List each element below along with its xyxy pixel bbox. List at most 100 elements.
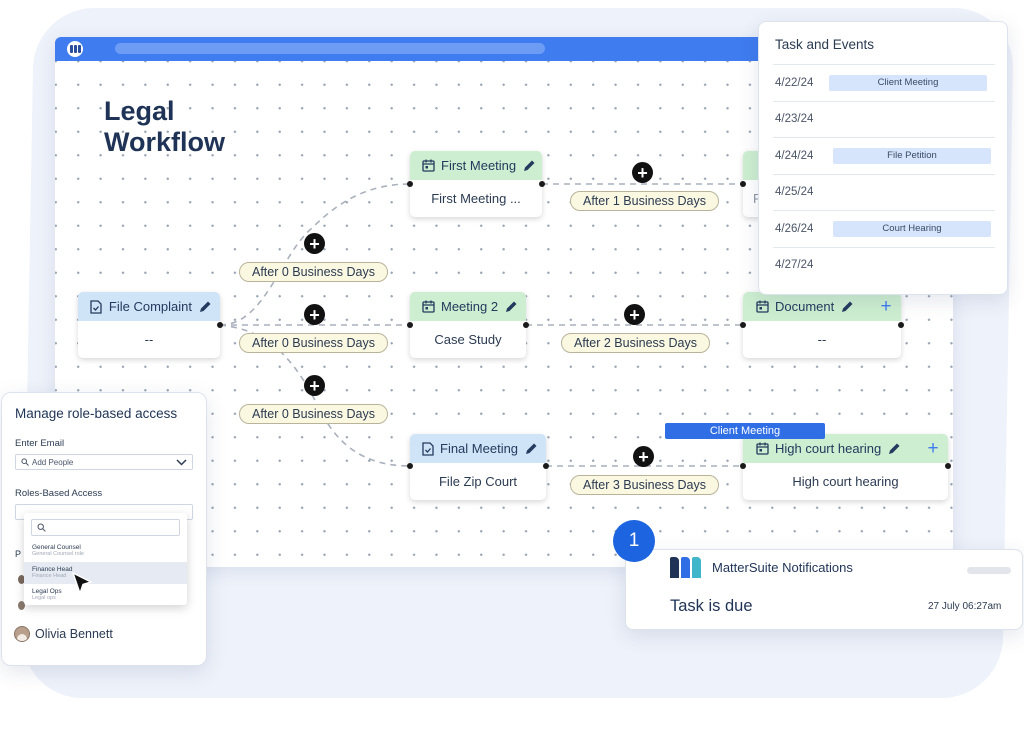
- task-row[interactable]: 4/22/24 Client Meeting: [773, 64, 995, 101]
- port-dot[interactable]: [539, 181, 545, 187]
- role-option[interactable]: Legal Ops Legal ops: [24, 584, 187, 606]
- notification-app-name: MatterSuite Notifications: [712, 560, 853, 575]
- email-label: Enter Email: [15, 438, 65, 449]
- add-step-icon[interactable]: +: [880, 295, 892, 317]
- port-dot[interactable]: [407, 322, 413, 328]
- user-row[interactable]: Olivia Bennett: [14, 626, 113, 642]
- task-row[interactable]: 4/25/24: [773, 173, 995, 211]
- node-title: File Complaint: [108, 299, 192, 314]
- partial-label: P: [15, 549, 22, 559]
- email-select[interactable]: Add People: [15, 454, 193, 470]
- node-title: Document: [775, 299, 835, 314]
- address-bar[interactable]: [115, 43, 545, 54]
- role-access-panel: Manage role-based access Enter Email Add…: [1, 392, 207, 666]
- email-placeholder: Add People: [32, 457, 74, 467]
- node-high-court-hearing[interactable]: High court hearing + High court hearing: [743, 434, 948, 500]
- node-title: Final Meeting: [440, 441, 519, 456]
- role-option[interactable]: Finance Head Finance Head: [24, 562, 187, 584]
- add-step-button[interactable]: +: [633, 446, 654, 467]
- node-header: Meeting 2: [410, 292, 526, 321]
- event-chip[interactable]: File Petition: [833, 147, 991, 164]
- edit-pencil-icon[interactable]: [504, 300, 518, 314]
- panel-title: Manage role-based access: [15, 406, 178, 421]
- port-dot[interactable]: [740, 322, 746, 328]
- edit-pencil-icon[interactable]: [522, 159, 536, 173]
- port-dot[interactable]: [407, 463, 413, 469]
- add-step-button[interactable]: +: [632, 162, 653, 183]
- node-header: Final Meeting: [410, 434, 546, 463]
- node-title: Meeting 2: [441, 299, 499, 314]
- dragging-event-tag[interactable]: Client Meeting: [665, 423, 825, 439]
- node-body: File Zip Court: [438, 474, 518, 489]
- roles-label: Roles-Based Access: [15, 488, 103, 499]
- edit-pencil-icon[interactable]: [198, 300, 212, 314]
- search-icon: [21, 458, 29, 466]
- app-logo-icon: [67, 41, 83, 57]
- port-dot[interactable]: [523, 322, 529, 328]
- task-date: 4/23/24: [775, 113, 814, 126]
- delay-pill[interactable]: After 2 Business Days: [561, 333, 710, 353]
- port-dot[interactable]: [543, 463, 549, 469]
- event-chip[interactable]: Court Hearing: [833, 220, 991, 237]
- task-date: 4/27/24: [775, 259, 814, 272]
- add-step-button[interactable]: +: [304, 375, 325, 396]
- role-name: Finance Head: [32, 566, 73, 573]
- node-header: High court hearing +: [743, 434, 948, 463]
- node-body: --: [144, 332, 154, 347]
- node-body: --: [817, 332, 827, 347]
- task-row[interactable]: 4/24/24 File Petition: [773, 137, 995, 174]
- node-file-complaint[interactable]: File Complaint --: [78, 292, 220, 358]
- avatar: [18, 601, 25, 610]
- add-step-button[interactable]: +: [304, 233, 325, 254]
- event-chip[interactable]: Client Meeting: [829, 74, 987, 91]
- port-dot[interactable]: [740, 463, 746, 469]
- node-body: F: [753, 191, 761, 206]
- edit-pencil-icon[interactable]: [887, 442, 901, 456]
- task-date: 4/24/24: [775, 149, 814, 162]
- user-name: Olivia Bennett: [35, 627, 113, 641]
- task-events-panel: Task and Events 4/22/24 Client Meeting 4…: [758, 21, 1008, 295]
- task-row[interactable]: 4/27/24: [773, 246, 995, 284]
- task-row[interactable]: 4/23/24: [773, 100, 995, 138]
- node-final-meeting[interactable]: Final Meeting File Zip Court: [410, 434, 546, 500]
- avatar: [18, 575, 25, 584]
- task-row[interactable]: 4/26/24 Court Hearing: [773, 210, 995, 247]
- node-header: File Complaint: [78, 292, 220, 321]
- delay-pill[interactable]: After 1 Business Days: [570, 191, 719, 211]
- page-title: Legal Workflow: [104, 96, 225, 157]
- node-body: High court hearing: [792, 474, 899, 489]
- port-dot[interactable]: [945, 463, 951, 469]
- delay-pill[interactable]: After 3 Business Days: [570, 475, 719, 495]
- delay-pill[interactable]: After 0 Business Days: [239, 404, 388, 424]
- role-name: General Counsel: [32, 544, 81, 551]
- task-date: 4/26/24: [775, 222, 814, 235]
- add-step-button[interactable]: +: [304, 304, 325, 325]
- notification-card[interactable]: MatterSuite Notifications Task is due 27…: [625, 549, 1023, 630]
- calendar-icon: [755, 442, 769, 456]
- add-step-button[interactable]: +: [624, 304, 645, 325]
- calendar-icon: [755, 300, 769, 314]
- add-step-icon[interactable]: +: [927, 437, 939, 459]
- port-dot[interactable]: [217, 322, 223, 328]
- task-list: 4/22/24 Client Meeting 4/23/24 4/24/24 F…: [773, 64, 995, 283]
- node-body: Case Study: [434, 332, 502, 347]
- port-dot[interactable]: [898, 322, 904, 328]
- port-dot[interactable]: [407, 181, 413, 187]
- node-body: First Meeting ...: [431, 191, 521, 206]
- node-meeting-2[interactable]: Meeting 2 Case Study: [410, 292, 526, 358]
- panel-title: Task and Events: [775, 37, 875, 52]
- node-header: First Meeting: [410, 151, 542, 180]
- node-first-meeting[interactable]: First Meeting First Meeting ...: [410, 151, 542, 217]
- edit-pencil-icon[interactable]: [840, 300, 854, 314]
- delay-pill[interactable]: After 0 Business Days: [239, 262, 388, 282]
- dropdown-search-input[interactable]: [31, 519, 180, 536]
- delay-pill[interactable]: After 0 Business Days: [239, 333, 388, 353]
- node-document[interactable]: Document + --: [743, 292, 901, 358]
- port-dot[interactable]: [740, 181, 746, 187]
- edit-pencil-icon[interactable]: [524, 442, 538, 456]
- roles-dropdown: General Counsel General Counsel role Fin…: [24, 513, 187, 605]
- role-option[interactable]: General Counsel General Counsel role: [24, 540, 187, 562]
- role-name: Legal Ops: [32, 588, 62, 595]
- chevron-down-icon[interactable]: [176, 458, 187, 466]
